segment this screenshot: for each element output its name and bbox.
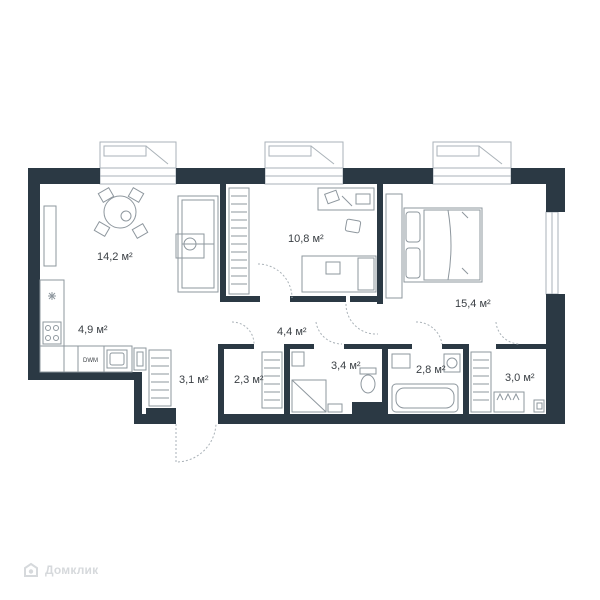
hob-icon: [48, 292, 56, 300]
toilet: [360, 374, 376, 394]
windows: [99, 167, 559, 295]
bath-sink: [291, 351, 305, 367]
door-closet-left: [231, 321, 255, 345]
tv-unit: [43, 205, 57, 267]
interior-walls: [146, 184, 546, 416]
sofa: [177, 195, 219, 293]
door-large-bedroom: [345, 303, 379, 335]
room-labels: 14,2 м² 4,9 м² 10,8 м² 4,4 м² 15,4 м² 3,…: [78, 233, 535, 386]
boiler: [133, 347, 147, 371]
bed-small: [301, 255, 377, 293]
sink: [106, 349, 128, 369]
domclick-logo-icon: [22, 561, 40, 579]
bathtub: [391, 383, 459, 413]
desk-chair: [344, 218, 362, 234]
door-small-bedroom: [257, 263, 293, 299]
living-furniture: [39, 186, 219, 373]
dining-table: [103, 195, 137, 229]
balconies: [99, 141, 512, 169]
door-closet-right: [495, 321, 521, 345]
bath-fixtures: [133, 347, 461, 413]
balcony-middle: [264, 141, 344, 169]
room-area-living: 14,2 м²: [97, 251, 133, 263]
wardrobes: [148, 187, 545, 413]
door-bathroom: [315, 321, 343, 345]
room-area-kitchen: 4,9 м²: [78, 324, 108, 336]
watermark: Домклик: [22, 561, 98, 579]
room-area-closet-left: 2,3 м²: [234, 374, 264, 386]
room-area-closet-right: 3,0 м²: [505, 372, 535, 384]
nightstand: [325, 261, 341, 275]
shower: [291, 379, 327, 413]
outer-walls: [28, 168, 565, 424]
door-tub-room: [415, 321, 443, 345]
dresser: [385, 193, 403, 299]
desk: [317, 187, 375, 211]
large-bedroom-furniture: [385, 193, 483, 299]
room-area-bath-tub-room: 2,8 м²: [416, 364, 446, 376]
room-area-hall: 4,4 м²: [277, 326, 307, 338]
door-entrance: [175, 423, 217, 463]
balcony-left: [99, 141, 177, 169]
armchair: [175, 233, 205, 259]
stove: [42, 321, 62, 345]
dishwasher-label: DWM: [83, 358, 98, 364]
bed-large: [403, 207, 483, 283]
washer: [443, 353, 461, 373]
room-area-bedroom-large: 15,4 м²: [455, 298, 491, 310]
balcony-right: [432, 141, 512, 169]
watermark-text: Домклик: [45, 563, 99, 577]
doors: [175, 263, 521, 463]
room-area-bedroom-small: 10,8 м²: [288, 233, 324, 245]
room-area-entry: 3,1 м²: [179, 374, 209, 386]
small-bedroom-furniture: [301, 187, 377, 293]
room-area-bathroom: 3,4 м²: [331, 360, 361, 372]
tub-sink: [391, 353, 411, 369]
